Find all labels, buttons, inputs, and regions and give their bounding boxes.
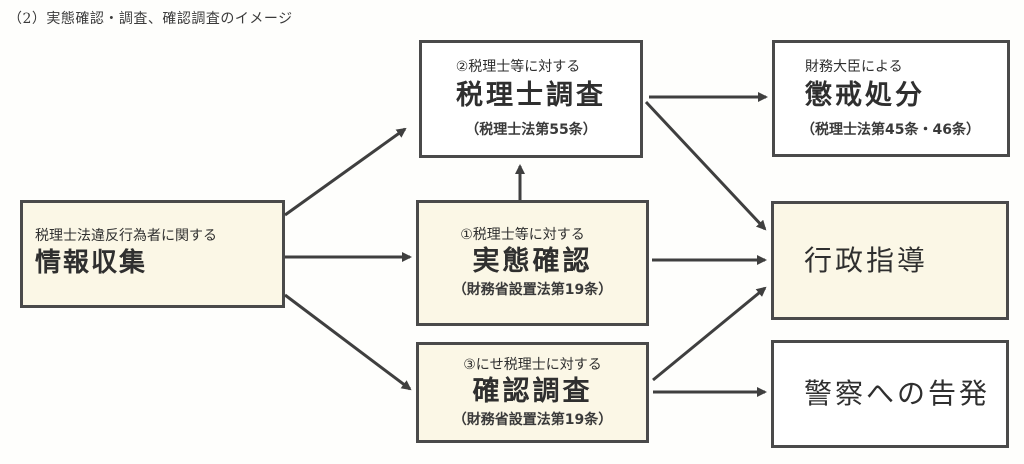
arrow-confirm-to-guidance: [652, 286, 767, 382]
node-confirm-sub: ③にせ税理士に対する: [463, 356, 602, 373]
arrow-survey-to-guidance: [644, 100, 767, 231]
node-discipline-law: （税理士法第45条・46条）: [801, 121, 980, 138]
node-tax-accountant-survey: ②税理士等に対する 税理士調査 （税理士法第55条）: [419, 40, 643, 158]
node-confirm-law: （財務省設置法第19条）: [452, 411, 613, 428]
node-guidance-main: 行政指導: [804, 243, 929, 277]
node-confirmation-survey: ③にせ税理士に対する 確認調査 （財務省設置法第19条）: [416, 342, 649, 443]
node-inspection-law: （財務省設置法第19条）: [452, 282, 613, 298]
node-info-sub: 税理士法違反行為者に関する: [35, 228, 217, 244]
node-survey-law: （税理士法第55条）: [465, 122, 597, 138]
arrow-info-to-survey: [284, 127, 407, 217]
node-survey-sub: ②税理士等に対する: [455, 59, 581, 75]
node-survey-main: 税理士調査: [456, 80, 606, 111]
node-inspection-sub: ①税理士等に対する: [460, 227, 585, 243]
node-confirm-main: 確認調査: [472, 375, 593, 407]
diagram-title: （2）実態確認・調査、確認調査のイメージ: [8, 11, 293, 27]
node-actual-condition-check: ①税理士等に対する 実態確認 （財務省設置法第19条）: [416, 200, 649, 326]
node-info-main: 情報収集: [35, 248, 148, 278]
node-police-complaint: 警察への告発: [771, 340, 1009, 448]
node-disciplinary-action: 財務大臣による 懲戒処分 （税理士法第45条・46条）: [772, 40, 1010, 157]
arrow-info-to-confirm: [284, 293, 412, 391]
node-police-main: 警察への告発: [804, 377, 991, 410]
node-info-gathering: 税理士法違反行為者に関する 情報収集: [20, 200, 285, 308]
node-discipline-sub: 財務大臣による: [805, 58, 903, 75]
node-inspection-main: 実態確認: [472, 246, 593, 277]
node-discipline-main: 懲戒処分: [805, 79, 925, 111]
node-administrative-guidance: 行政指導: [771, 201, 1009, 320]
